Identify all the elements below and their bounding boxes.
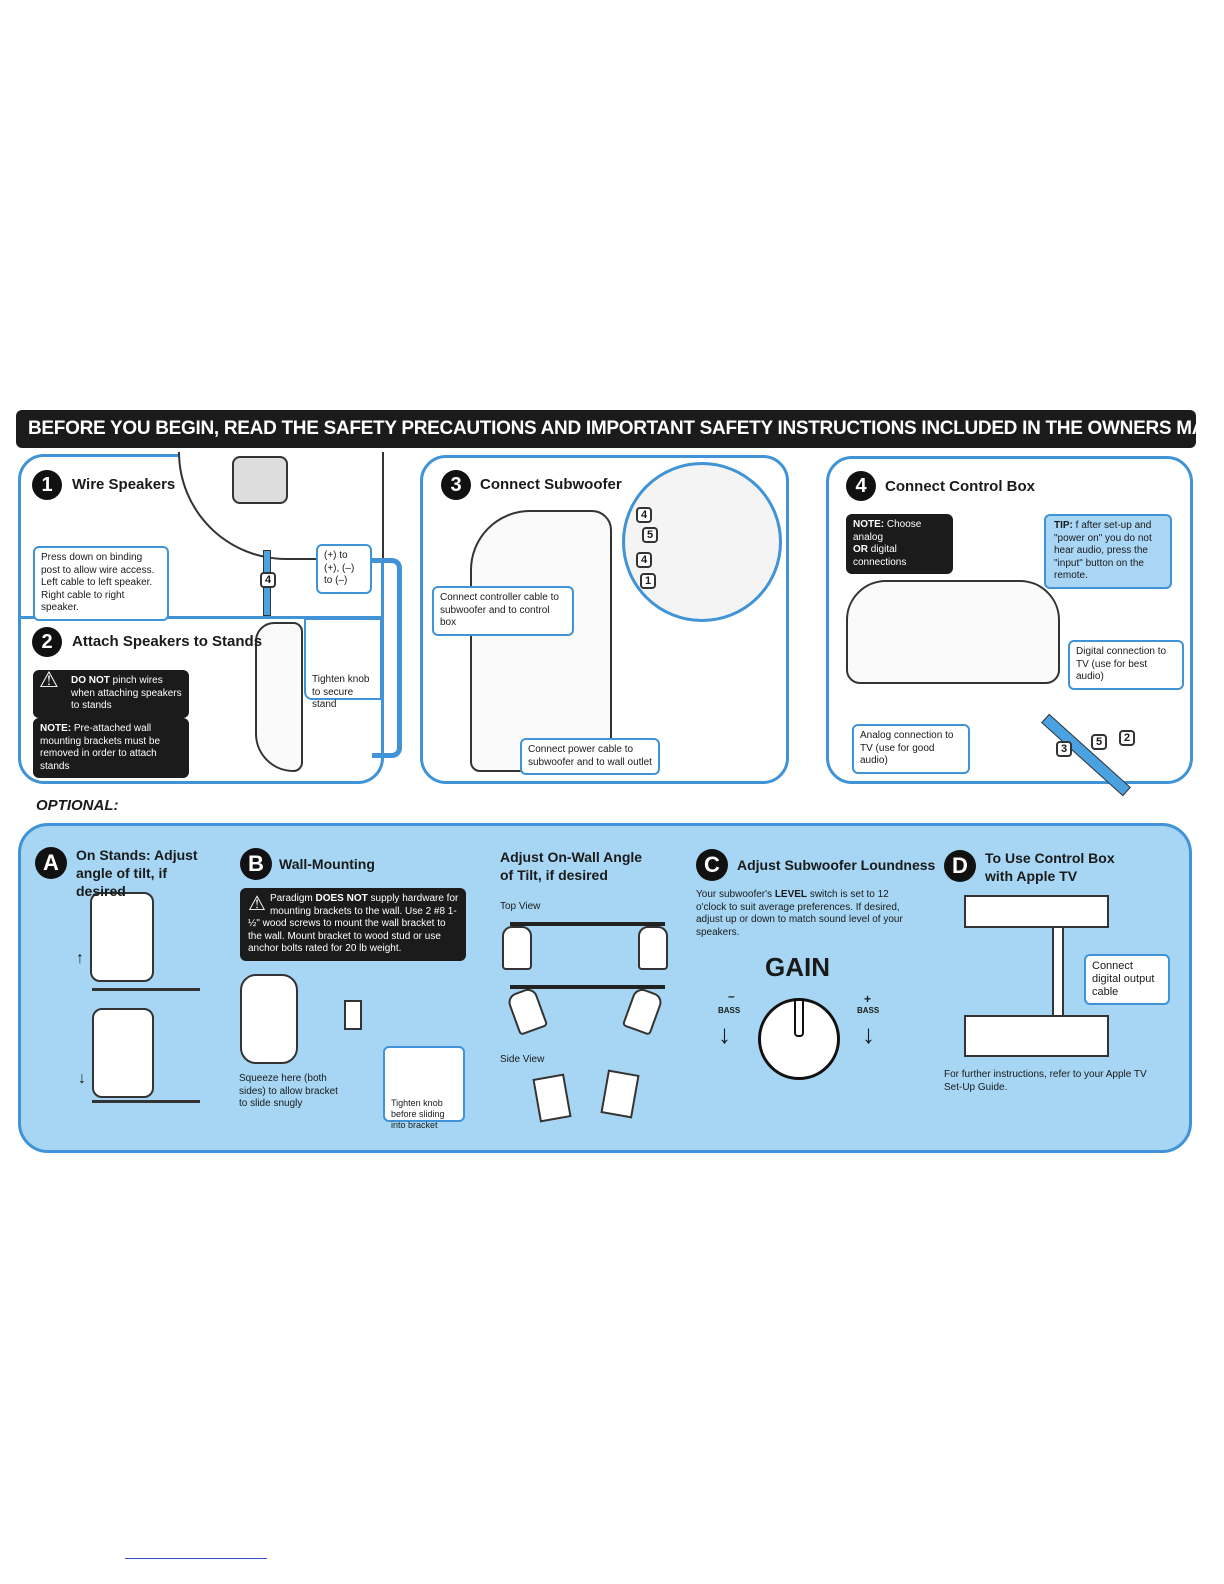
stand-base: [92, 988, 200, 991]
control-box-rear-illustration: [964, 1015, 1109, 1057]
speaker-top-view: [502, 926, 532, 970]
cable-badge: 2: [1119, 730, 1135, 746]
warning-icon: ⚠: [248, 893, 266, 915]
bracket-note: NOTE: Pre-attached wall mounting bracket…: [33, 718, 189, 778]
cable-badge-4: 4: [260, 572, 276, 588]
warning-icon: ⚠: [39, 667, 59, 692]
subwoofer-illustration: [470, 510, 612, 772]
section-b-letter: B: [240, 848, 272, 880]
top-view-label: Top View: [500, 901, 541, 912]
step-2-title: Attach Speakers to Stands: [72, 633, 263, 650]
analog-connection-note: Analog connection to TV (use for good au…: [852, 724, 970, 774]
step-1-number: 1: [32, 470, 62, 500]
section-d-letter: D: [944, 850, 976, 882]
cable-badge: 5: [1091, 734, 1107, 750]
section-a-letter: A: [35, 847, 67, 879]
step-4-title: Connect Control Box: [885, 478, 1035, 495]
binding-post-note: Press down on binding post to allow wire…: [33, 546, 169, 621]
arrow-down-icon: ↓: [718, 1019, 731, 1049]
step-3-number: 3: [441, 470, 471, 500]
pinch-warning: ⚠DO NOT pinch wires when attaching speak…: [33, 667, 189, 718]
input-button-tip: TIP: f after set-up and "power on" you d…: [1044, 514, 1172, 589]
step-2-number: 2: [32, 627, 62, 657]
step-3-title: Connect Subwoofer: [480, 476, 622, 493]
stand-base: [92, 1100, 200, 1103]
cable-badge: 3: [1056, 741, 1072, 757]
bass-right-label: BASS: [857, 1006, 880, 1015]
bass-left-label: BASS: [718, 1006, 741, 1015]
safety-banner: BEFORE YOU BEGIN, READ THE SAFETY PRECAU…: [16, 410, 1224, 448]
optional-label: OPTIONAL:: [36, 797, 119, 814]
section-b-title: Wall-Mounting: [279, 856, 375, 872]
divider: [20, 616, 382, 619]
wall-angle-title: Adjust On-Wall Angle of Tilt, if desired: [500, 849, 643, 883]
plus-label: +: [864, 992, 872, 1006]
power-cable-note: Connect power cable to subwoofer and to …: [520, 738, 660, 775]
controller-cable: [372, 558, 402, 758]
knob-pointer: [794, 1001, 804, 1037]
arrow-up-icon: ↑: [76, 950, 84, 967]
wall-line: [510, 985, 665, 989]
squeeze-note: Squeeze here (both sides) to allow brack…: [239, 1073, 338, 1109]
cable-badge: 4: [636, 552, 652, 568]
arrow-down-icon: ↓: [78, 1070, 86, 1087]
apple-tv-illustration: [964, 895, 1109, 928]
step-1-title: Wire Speakers: [72, 476, 176, 493]
section-d-title: To Use Control Box with Apple TV: [985, 850, 1115, 884]
step-4-number: 4: [846, 471, 876, 501]
gain-label: GAIN: [765, 952, 830, 982]
section-c-title: Adjust Subwoofer Loundness: [737, 857, 936, 873]
divider: [125, 1558, 267, 1559]
wall-mount-speaker-illustration: [240, 974, 298, 1064]
tighten-knob-note: Tighten knob to secure stand: [304, 618, 382, 710]
cable-badge: 4: [636, 507, 652, 523]
section-a-title: On Stands: Adjust angle of tilt, if desi…: [76, 847, 198, 899]
wall-bracket-illustration: [344, 1000, 362, 1030]
controller-cable-note: Connect controller cable to subwoofer an…: [432, 586, 574, 636]
digital-cable-callout: Connect digital output cable: [1084, 954, 1170, 1005]
optical-cable: [1052, 928, 1064, 1015]
minus-label: –: [728, 989, 735, 1003]
cable-badge: 5: [642, 527, 658, 543]
gain-knob[interactable]: [758, 998, 840, 1080]
arrow-down-icon: ↓: [862, 1019, 875, 1049]
control-box-illustration: [846, 580, 1060, 684]
further-instructions: For further instructions, refer to your …: [944, 1069, 1147, 1093]
cable-badge: 1: [640, 573, 656, 589]
speaker-top-view: [638, 926, 668, 970]
hardware-warning: ⚠Paradigm DOES NOT supply hardware for m…: [240, 888, 466, 961]
tighten-before-sliding-note: Tighten knob before sliding into bracket: [383, 1046, 465, 1130]
wall-line: [510, 922, 665, 926]
level-description: Your subwoofer's LEVEL switch is set to …: [696, 889, 903, 938]
side-view-label: Side View: [500, 1054, 545, 1065]
section-c-letter: C: [696, 849, 728, 881]
polarity-note: (+) to (+), (–) to (–): [316, 544, 372, 594]
digital-connection-note: Digital connection to TV (use for best a…: [1068, 640, 1184, 690]
speaker-tilt-up-illustration: [90, 892, 154, 982]
speaker-grille-icon: [232, 456, 288, 504]
speaker-stand-illustration: [255, 622, 303, 772]
speaker-tilt-down-illustration: [92, 1008, 154, 1098]
